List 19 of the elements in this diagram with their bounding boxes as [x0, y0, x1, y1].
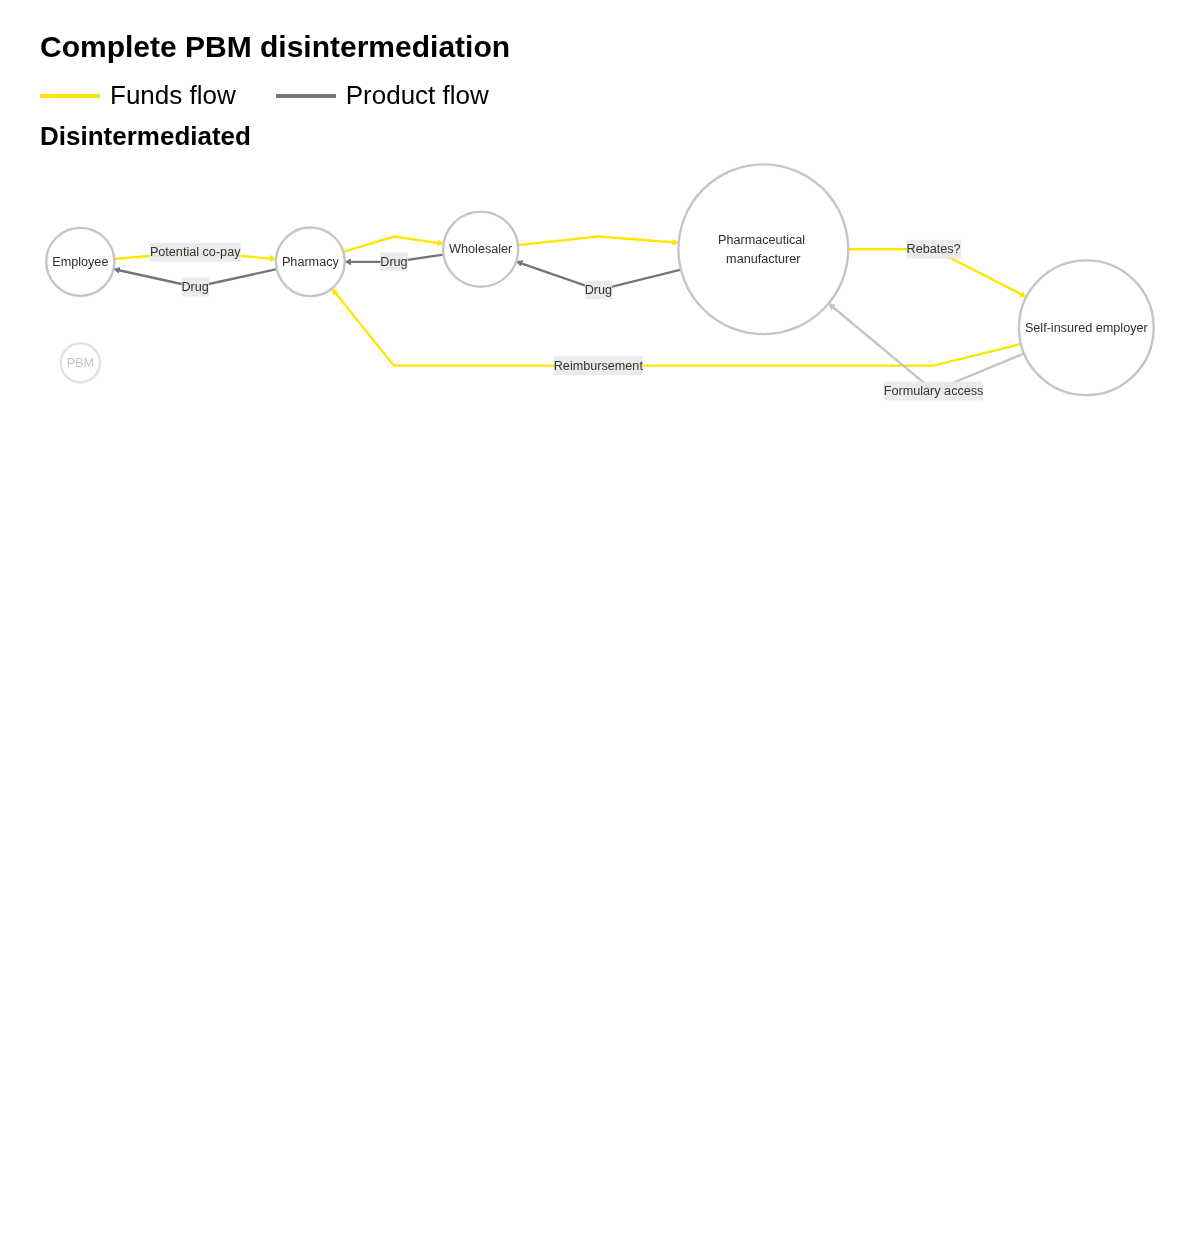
title: Complete PBM disintermediation — [40, 30, 512, 64]
edge-label: Drug — [584, 282, 613, 297]
overlay-note: Disintermediated — [40, 121, 252, 152]
edge-label: Potential co-pay — [149, 245, 241, 259]
node-circle: Pharmacy — [274, 226, 346, 298]
node-circle: PBM — [59, 342, 102, 384]
edge-label: Rebates? — [906, 242, 961, 256]
node-circle: Employee — [45, 226, 116, 298]
edge-label: Drug — [380, 254, 408, 269]
node-circle: Wholesaler — [442, 210, 520, 288]
node-circle: Self-insured employer — [1017, 259, 1155, 397]
arrow — [342, 235, 444, 254]
legend-text: Funds flow — [110, 80, 236, 111]
arrow — [517, 235, 679, 247]
edge-label: Formulary access — [883, 383, 984, 398]
legend-text: Product flow — [345, 80, 489, 111]
edge-label: Drug — [181, 279, 209, 294]
node-circle: Pharmaceutical manufacturer — [677, 163, 850, 336]
edge-label: Reimbursement — [553, 358, 643, 372]
